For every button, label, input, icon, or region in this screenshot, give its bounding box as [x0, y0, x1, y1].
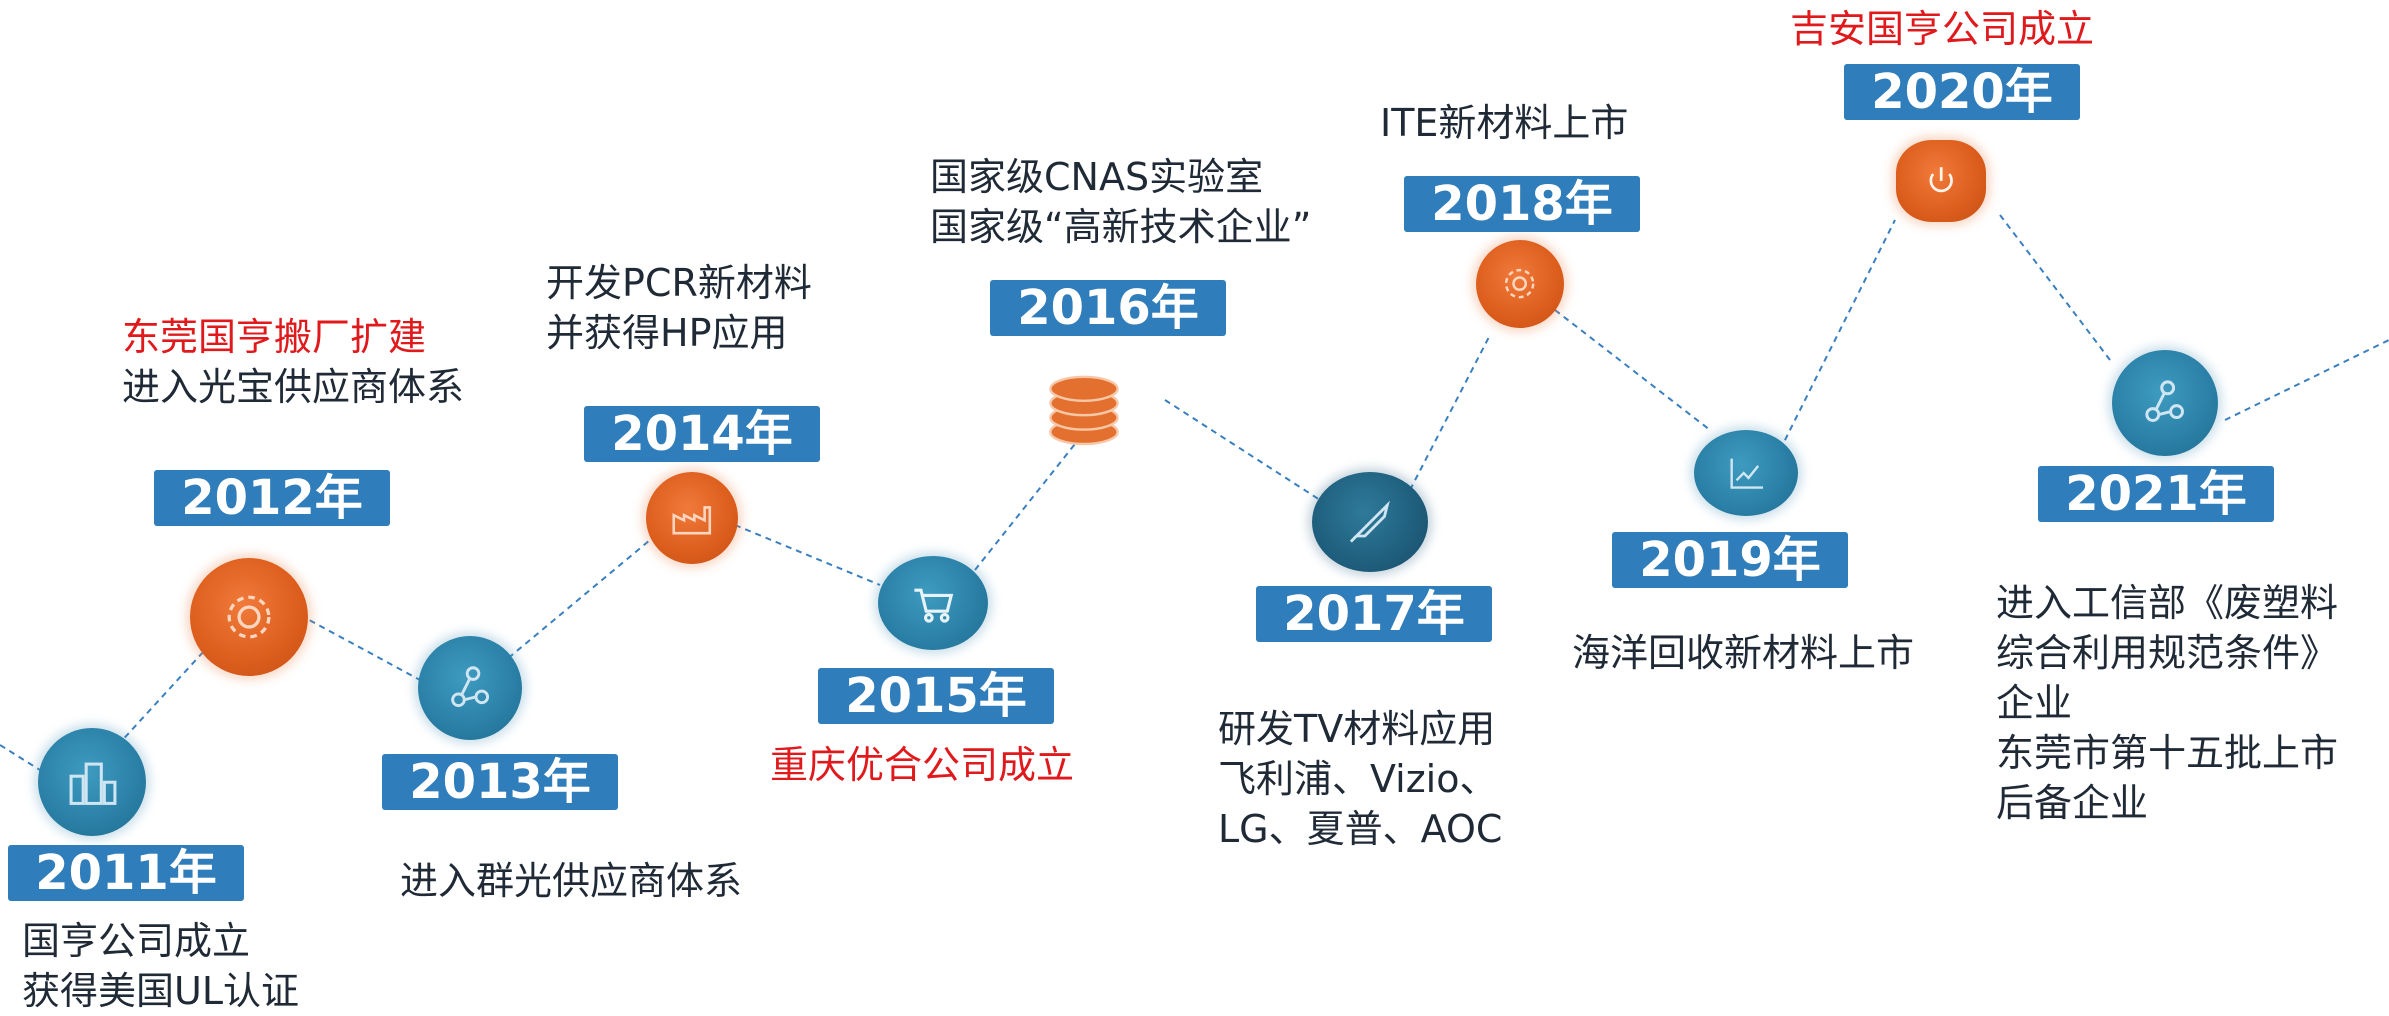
connector — [299, 614, 421, 681]
milestone-2012-year: 2012年 — [154, 470, 390, 526]
connector — [1999, 214, 2111, 361]
milestone-2013-desc: 进入群光供应商体系 — [400, 859, 743, 903]
connector — [1554, 309, 1711, 431]
milestone-2020-desc: 吉安国亨公司成立 — [1790, 7, 2095, 51]
milestone-2018-desc: ITE新材料上市 — [1380, 101, 1629, 145]
network-icon — [451, 666, 489, 707]
rocket-icon — [1349, 500, 1390, 543]
milestone-2014-node — [646, 472, 738, 564]
line-chart-icon — [1730, 458, 1763, 489]
milestone-2012-node — [190, 558, 308, 676]
buildings-icon — [69, 762, 117, 805]
connector — [0, 744, 41, 771]
factory-icon — [672, 506, 712, 535]
milestone-2013-node — [418, 636, 522, 740]
milestone-2016-year: 2016年 — [990, 280, 1226, 336]
milestone-2019-year: 2019年 — [1612, 532, 1848, 588]
milestone-2018-year: 2018年 — [1404, 176, 1640, 232]
milestone-2013-year: 2013年 — [382, 754, 618, 810]
milestone-2012-desc: 东莞国亨搬厂扩建 进入光宝供应商体系 — [122, 315, 465, 409]
gear-icon — [1505, 269, 1535, 299]
milestone-2020-year: 2020年 — [1844, 64, 2080, 120]
milestone-2017-node — [1312, 472, 1428, 572]
milestone-2015-desc: 重庆优合公司成立 — [770, 743, 1075, 787]
connector — [1409, 334, 1491, 491]
milestone-2019-node — [1694, 430, 1798, 516]
milestone-2016-desc: 国家级CNAS实验室 国家级“高新技术企业” — [930, 155, 1312, 249]
coins-stack-icon — [1049, 375, 1119, 446]
milestone-2015-node — [878, 556, 988, 650]
milestone-2014-desc: 开发PCR新材料 并获得HP应用 — [546, 261, 812, 355]
milestone-2020-node — [1896, 140, 1986, 222]
milestone-2021-desc: 进入工信部《废塑料 综合利用规范条件》 企业 东莞市第十五批上市 后备企业 — [1996, 581, 2339, 825]
milestone-2018-node — [1476, 240, 1564, 328]
milestone-2011-desc: 国亨公司成立 获得美国UL认证 — [22, 919, 299, 1013]
milestone-2021-node — [2112, 350, 2218, 456]
connector — [2224, 339, 2389, 421]
gear-icon — [227, 595, 271, 639]
connector — [1779, 219, 1896, 451]
milestone-2011-year: 2011年 — [8, 845, 244, 901]
power-icon — [1929, 167, 1953, 193]
connector — [974, 424, 1091, 571]
milestone-2019-desc: 海洋回收新材料上市 — [1572, 631, 1915, 675]
connector — [734, 524, 881, 586]
milestone-2021-year: 2021年 — [2038, 466, 2274, 522]
connector — [499, 539, 651, 666]
milestone-2011-node — [38, 728, 146, 836]
milestone-2014-year: 2014年 — [584, 406, 820, 462]
milestone-2015-year: 2015年 — [818, 668, 1054, 724]
cart-icon — [914, 588, 954, 623]
network-icon — [2145, 380, 2185, 423]
connector — [1164, 399, 1321, 501]
milestone-2016-node — [1036, 360, 1132, 456]
milestone-2017-year: 2017年 — [1256, 586, 1492, 642]
milestone-2017-desc: 研发TV材料应用 飞利浦、Vizio、 LG、夏普、AOC — [1218, 707, 1503, 851]
